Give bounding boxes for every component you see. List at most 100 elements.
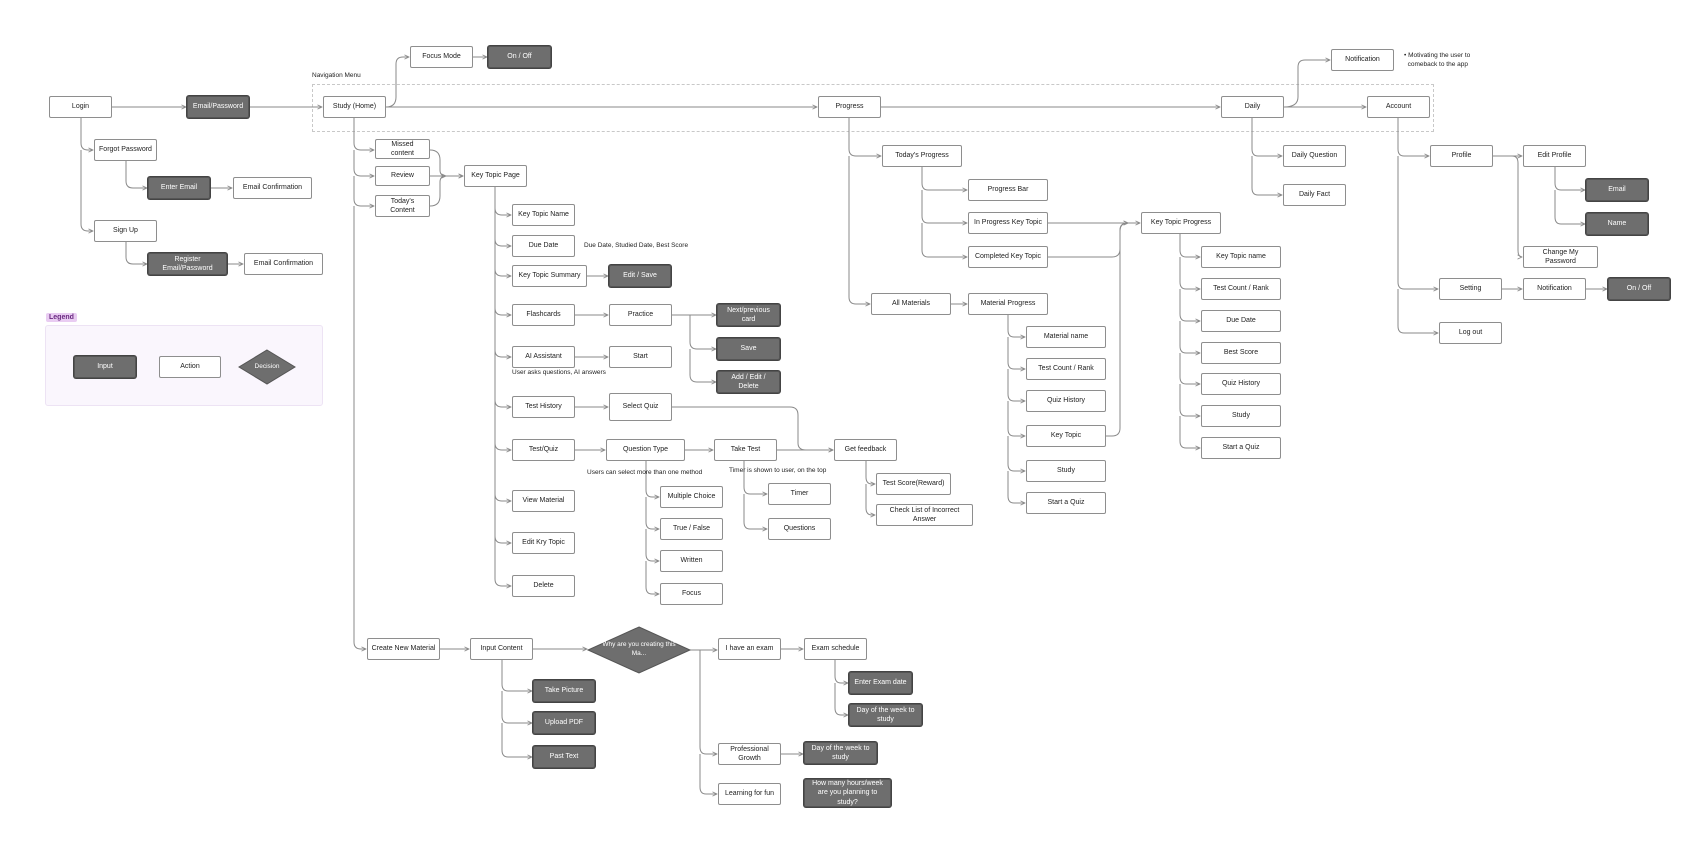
email-confirmation-node-2[interactable]: Email Confirmation xyxy=(244,253,323,275)
upload-pdf-input[interactable]: Upload PDF xyxy=(533,712,595,734)
written-node[interactable]: Written xyxy=(660,550,723,572)
ktp-study-node[interactable]: Study xyxy=(1201,405,1281,427)
ktp-best-score-node[interactable]: Best Score xyxy=(1201,342,1281,364)
progress-bar-node[interactable]: Progress Bar xyxy=(968,179,1048,201)
email-password-input[interactable]: Email/Password xyxy=(187,96,249,118)
ktp-key-topic-name-node[interactable]: Key Topic name xyxy=(1201,246,1281,268)
forgot-password-node[interactable]: Forgot Password xyxy=(94,139,157,161)
notification-note: • Motivating the user to comeback to the… xyxy=(1404,52,1471,68)
mp-quiz-history-node[interactable]: Quiz History xyxy=(1026,390,1106,412)
flashcards-node[interactable]: Flashcards xyxy=(512,304,575,326)
take-test-node[interactable]: Take Test xyxy=(714,439,777,461)
ai-assistant-node[interactable]: AI Assistant xyxy=(512,346,575,368)
notification-top-node[interactable]: Notification xyxy=(1331,49,1394,71)
email-input[interactable]: Email xyxy=(1586,179,1648,201)
key-topic-progress-node[interactable]: Key Topic Progress xyxy=(1141,212,1221,234)
key-topic-summary-node[interactable]: Key Topic Summary xyxy=(512,265,587,287)
due-date-node[interactable]: Due Date xyxy=(512,235,575,257)
timer-node[interactable]: Timer xyxy=(768,483,831,505)
ktp-due-date-node[interactable]: Due Date xyxy=(1201,310,1281,332)
connector-arrow xyxy=(125,242,147,264)
add-edit-delete-input[interactable]: Add / Edit / Delete xyxy=(717,371,780,393)
focus-mode-node[interactable]: Focus Mode xyxy=(410,46,473,68)
ktp-start-quiz-node[interactable]: Start a Quiz xyxy=(1201,437,1281,459)
account-node[interactable]: Account xyxy=(1367,96,1430,118)
questions-node[interactable]: Questions xyxy=(768,518,831,540)
ktp-test-count-node[interactable]: Test Count / Rank xyxy=(1201,278,1281,300)
day-of-week-input-2[interactable]: Day of the week to study xyxy=(804,742,877,764)
ktp-quiz-history-node[interactable]: Quiz History xyxy=(1201,373,1281,395)
in-progress-key-topic-node[interactable]: In Progress Key Topic xyxy=(968,212,1048,234)
edit-profile-node[interactable]: Edit Profile xyxy=(1523,145,1586,167)
all-materials-node[interactable]: All Materials xyxy=(871,293,951,315)
email-confirmation-node-1[interactable]: Email Confirmation xyxy=(233,177,312,199)
key-topic-name-node[interactable]: Key Topic Name xyxy=(512,204,575,226)
connector-arrow xyxy=(645,529,659,561)
focus-mode-on-off-input[interactable]: On / Off xyxy=(488,46,551,68)
ai-assistant-note: User asks questions, AI answers xyxy=(512,369,606,376)
login-node[interactable]: Login xyxy=(49,96,112,118)
take-picture-input[interactable]: Take Picture xyxy=(533,680,595,702)
true-false-node[interactable]: True / False xyxy=(660,518,723,540)
practice-node[interactable]: Practice xyxy=(609,304,672,326)
connector-arrow xyxy=(353,176,374,206)
material-progress-node[interactable]: Material Progress xyxy=(968,293,1048,315)
key-topic-page-node[interactable]: Key Topic Page xyxy=(464,165,527,187)
notification-setting-node[interactable]: Notification xyxy=(1523,278,1586,300)
completed-key-topic-node[interactable]: Completed Key Topic xyxy=(968,246,1048,268)
enter-email-input[interactable]: Enter Email xyxy=(148,177,210,199)
hours-per-week-input[interactable]: How many hours/week are you planning to … xyxy=(804,779,891,807)
name-input[interactable]: Name xyxy=(1586,213,1648,235)
todays-content-node[interactable]: Today's Content xyxy=(375,195,430,217)
daily-fact-node[interactable]: Daily Fact xyxy=(1283,184,1346,206)
test-history-node[interactable]: Test History xyxy=(512,396,575,418)
select-quiz-node[interactable]: Select Quiz xyxy=(609,393,672,421)
i-have-exam-node[interactable]: I have an exam xyxy=(718,638,781,660)
get-feedback-node[interactable]: Get feedback xyxy=(834,439,897,461)
profile-node[interactable]: Profile xyxy=(1430,145,1493,167)
input-content-node[interactable]: Input Content xyxy=(470,638,533,660)
professional-growth-node[interactable]: Professional Growth xyxy=(718,743,781,765)
test-score-node[interactable]: Test Score(Reward) xyxy=(876,473,951,495)
connector-arrow xyxy=(80,150,93,231)
change-password-node[interactable]: Change My Password xyxy=(1523,246,1598,268)
review-node[interactable]: Review xyxy=(375,166,430,186)
enter-exam-date-input[interactable]: Enter Exam date xyxy=(849,672,912,694)
create-new-material-node[interactable]: Create New Material xyxy=(367,638,440,660)
progress-node[interactable]: Progress xyxy=(818,96,881,118)
study-home-node[interactable]: Study (Home) xyxy=(323,96,386,118)
why-creating-decision-label[interactable]: Why are you creating this Ma... xyxy=(602,641,676,657)
delete-node[interactable]: Delete xyxy=(512,575,575,597)
learning-for-fun-node[interactable]: Learning for fun xyxy=(718,783,781,805)
todays-progress-node[interactable]: Today's Progress xyxy=(882,145,962,167)
mp-key-topic-node[interactable]: Key Topic xyxy=(1026,425,1106,447)
test-quiz-node[interactable]: Test/Quiz xyxy=(512,439,575,461)
check-list-incorrect-node[interactable]: Check List of Incorrect Answer xyxy=(876,504,973,526)
day-of-week-input-1[interactable]: Day of the week to study xyxy=(849,704,922,726)
past-text-input[interactable]: Past Text xyxy=(533,746,595,768)
next-previous-card-input[interactable]: Next/previous card xyxy=(717,304,780,326)
daily-question-node[interactable]: Daily Question xyxy=(1283,145,1346,167)
save-input[interactable]: Save xyxy=(717,338,780,360)
legend-input-swatch: Input xyxy=(74,356,136,378)
mp-test-count-node[interactable]: Test Count / Rank xyxy=(1026,358,1106,380)
log-out-node[interactable]: Log out xyxy=(1439,322,1502,344)
missed-content-node[interactable]: Missed content xyxy=(375,139,430,159)
focus-node[interactable]: Focus xyxy=(660,583,723,605)
mp-material-name-node[interactable]: Material name xyxy=(1026,326,1106,348)
edit-key-topic-node[interactable]: Edit Kry Topic xyxy=(512,532,575,554)
edit-save-input[interactable]: Edit / Save xyxy=(609,265,671,287)
view-material-node[interactable]: View Material xyxy=(512,490,575,512)
question-type-node[interactable]: Question Type xyxy=(606,439,685,461)
register-email-password-input[interactable]: Register Email/Password xyxy=(148,253,227,275)
mp-start-quiz-node[interactable]: Start a Quiz xyxy=(1026,492,1106,514)
mp-study-node[interactable]: Study xyxy=(1026,460,1106,482)
sign-up-node[interactable]: Sign Up xyxy=(94,220,157,242)
exam-schedule-node[interactable]: Exam schedule xyxy=(804,638,867,660)
ai-start-node[interactable]: Start xyxy=(609,346,672,368)
multiple-choice-node[interactable]: Multiple Choice xyxy=(660,486,723,508)
daily-node[interactable]: Daily xyxy=(1221,96,1284,118)
setting-node[interactable]: Setting xyxy=(1439,278,1502,300)
notification-on-off-input[interactable]: On / Off xyxy=(1608,278,1670,300)
